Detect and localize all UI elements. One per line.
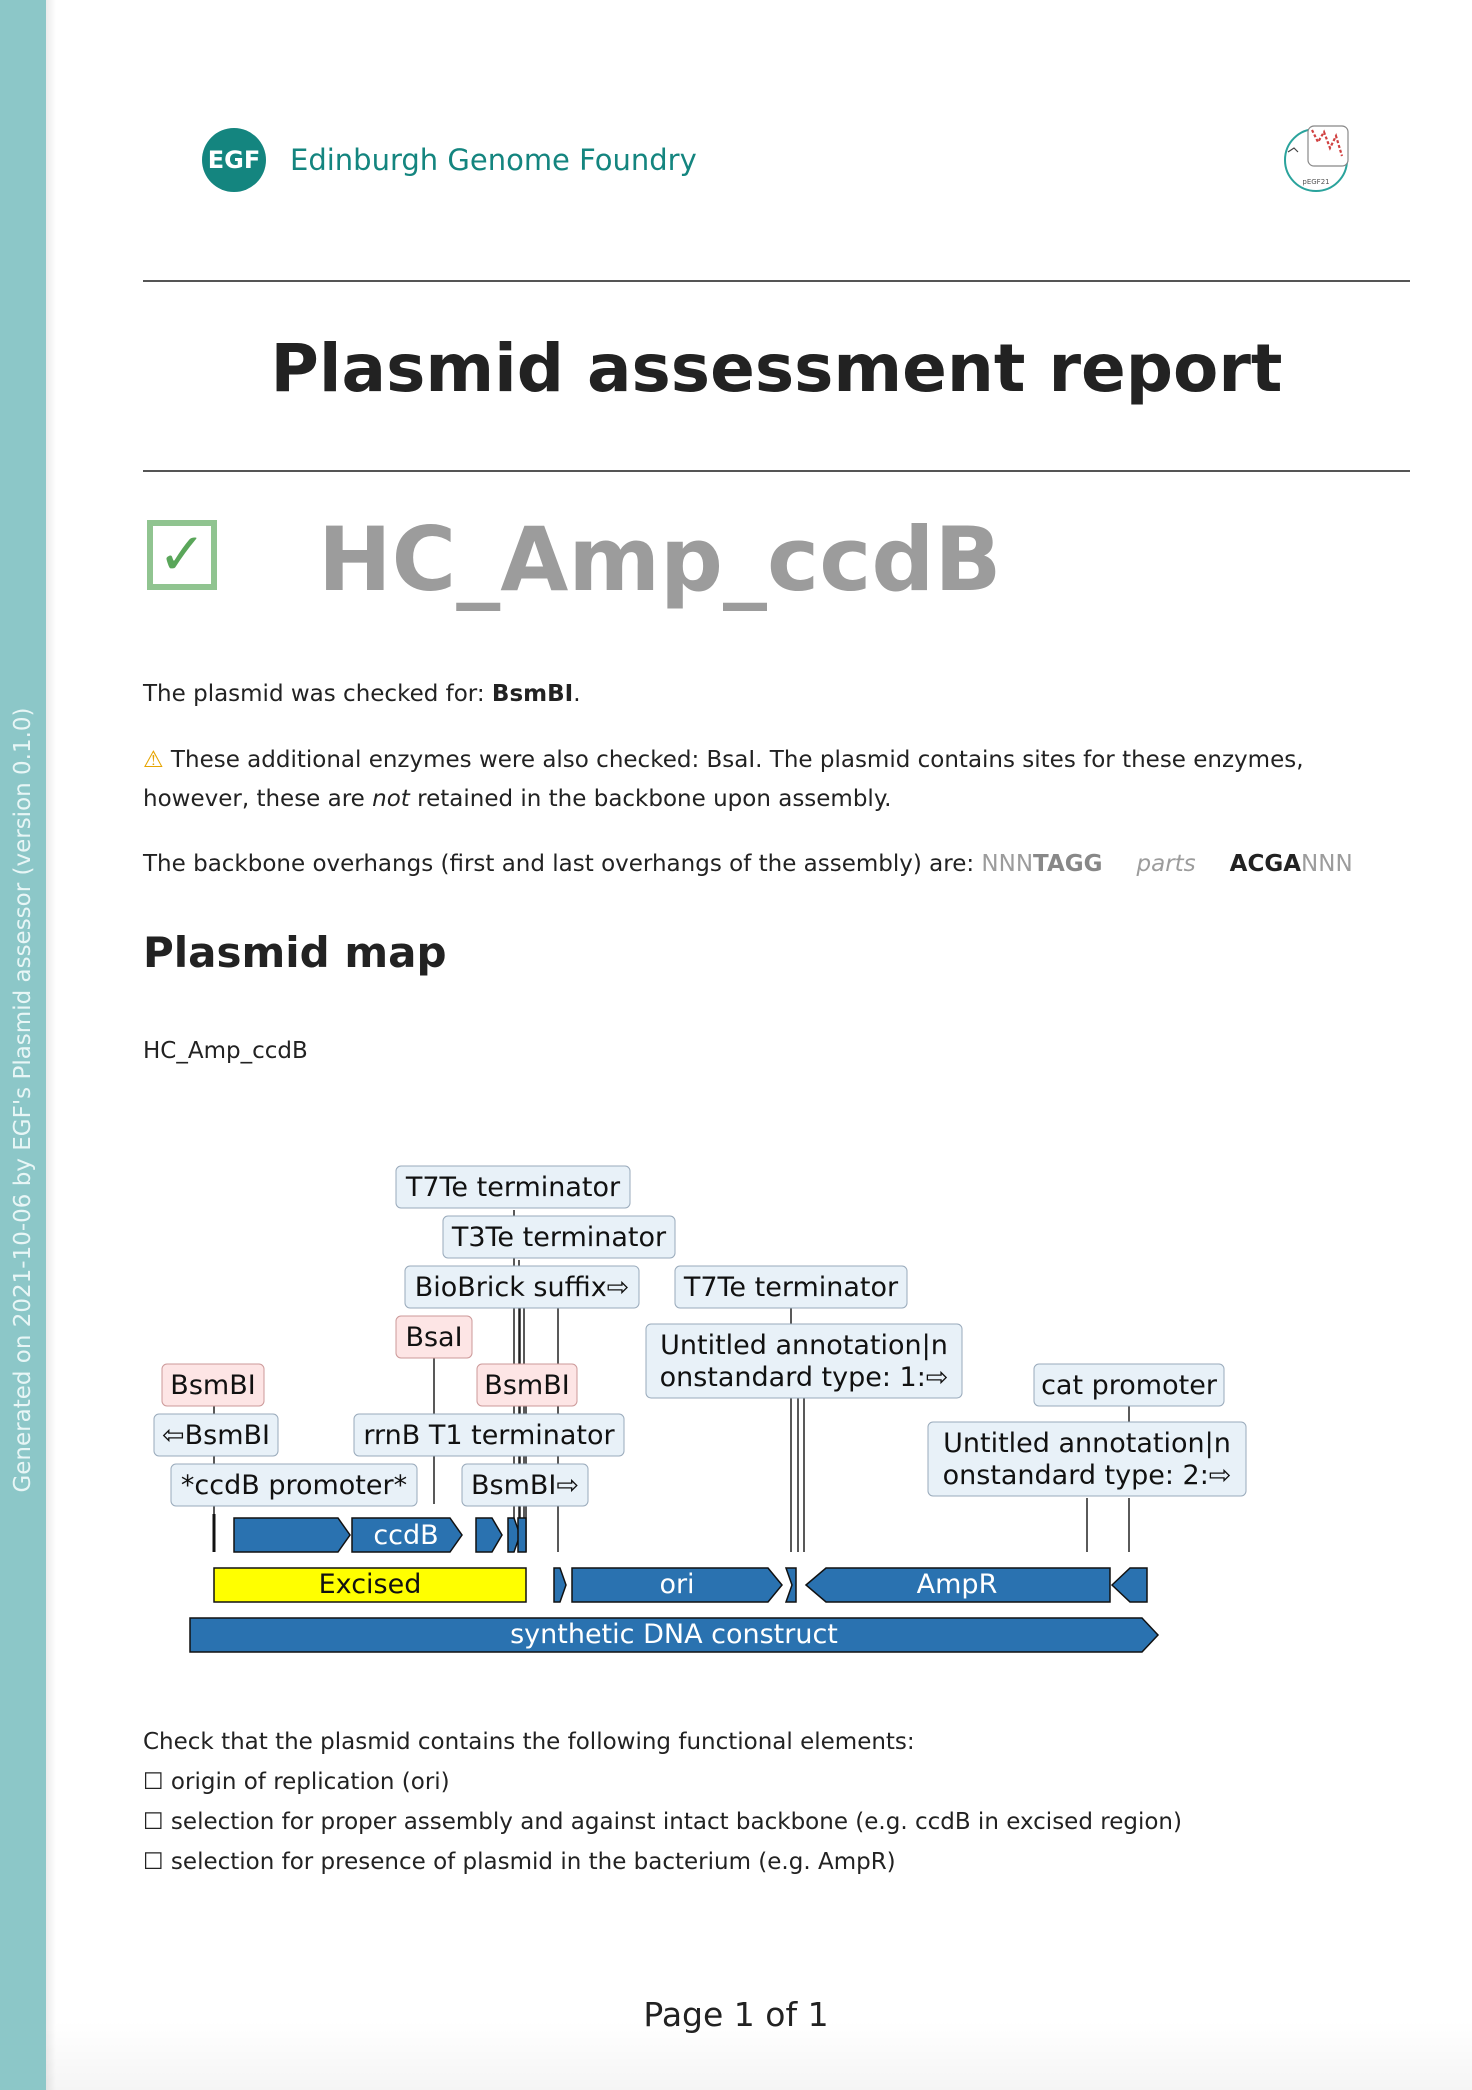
label-bsmbi-right: BsmBI⇨ xyxy=(471,1470,579,1501)
check-box-icon: ✓ xyxy=(147,520,217,590)
label-box-t7te-2 xyxy=(674,1265,908,1309)
label-box-biobrick xyxy=(404,1265,640,1309)
label-biobrick-suffix: BioBrick suffix⇨ xyxy=(415,1272,630,1303)
page-bottom-shadow xyxy=(46,2020,1472,2090)
label-box-bsai xyxy=(395,1315,473,1359)
checklist-intro: Check that the plasmid contains the foll… xyxy=(143,1729,915,1755)
label-untitled-2-line1: Untitled annotation|n xyxy=(943,1428,1231,1459)
egf-logo: EGF Edinburgh Genome Foundry xyxy=(202,128,697,192)
checked-for-line: The plasmid was checked for: BsmBI. xyxy=(143,675,1410,714)
annotation-labels: T7Te terminator T3Te terminator BioBrick… xyxy=(153,1165,1247,1507)
feature-track: ccdB Excised ori AmpR synthetic DNA cons… xyxy=(189,1514,1160,1653)
label-ccdb-promoter: *ccdB promoter* xyxy=(181,1470,407,1501)
feature-cat-promoter xyxy=(1110,1567,1148,1603)
feature-t7te-terminator xyxy=(507,1517,521,1553)
label-box-bsmbi-right xyxy=(461,1463,589,1507)
label-box-ccdb-promoter xyxy=(170,1463,418,1507)
functional-elements-checklist: Check that the plasmid contains the foll… xyxy=(143,1722,1182,1882)
feature-ampr xyxy=(804,1567,1111,1603)
feature-excised xyxy=(213,1567,527,1603)
feature-ori-label: ori xyxy=(659,1569,694,1600)
checked-for-end: . xyxy=(573,681,581,707)
label-t7te-terminator-1: T7Te terminator xyxy=(405,1172,621,1203)
feature-ccdb-label: ccdB xyxy=(373,1520,438,1551)
overhang-left-prefix: NNN xyxy=(981,851,1034,877)
label-t3te-terminator: T3Te terminator xyxy=(451,1222,667,1253)
label-t7te-terminator-2: T7Te terminator xyxy=(683,1272,899,1303)
feature-construct-label: synthetic DNA construct xyxy=(510,1619,838,1650)
warning-icon: ⚠ xyxy=(143,747,164,773)
label-box-t3te xyxy=(442,1215,676,1259)
label-box-bsmbi-1 xyxy=(161,1363,265,1407)
egf-logo-icon: EGF xyxy=(202,128,266,192)
feature-t3te-terminator xyxy=(517,1517,527,1553)
overhang-right-suffix: NNN xyxy=(1301,851,1353,877)
overhangs-line: The backbone overhangs (first and last o… xyxy=(143,845,1410,884)
label-box-untitled-1 xyxy=(645,1323,963,1399)
label-bsmbi-2: BsmBI xyxy=(484,1370,569,1401)
thumbnail-label: pEGF21 xyxy=(1302,178,1329,186)
warning-text-1: These additional enzymes were also check… xyxy=(143,747,1304,812)
checklist-item: ☐ selection for presence of plasmid in t… xyxy=(143,1849,896,1875)
warning-paragraph: ⚠ These additional enzymes were also che… xyxy=(143,741,1410,819)
label-box-bsmbi-left xyxy=(153,1413,279,1457)
plasmid-thumbnail-icon: pEGF21 xyxy=(1284,125,1349,192)
label-box-t7te-1 xyxy=(395,1165,631,1209)
overhang-middle: parts xyxy=(1136,851,1196,877)
label-box-cat-promoter xyxy=(1033,1363,1225,1407)
checklist-item: ☐ origin of replication (ori) xyxy=(143,1769,450,1795)
overhang-left: TAGG xyxy=(1033,851,1103,877)
label-untitled-1-line1: Untitled annotation|n xyxy=(660,1330,948,1361)
checklist-item: ☐ selection for proper assembly and agai… xyxy=(143,1809,1182,1835)
feature-rrnb-terminator xyxy=(475,1517,503,1553)
plasmid-map: T7Te terminator T3Te terminator BioBrick… xyxy=(153,1165,1247,1653)
feature-excised-label: Excised xyxy=(319,1569,422,1600)
label-cat-promoter: cat promoter xyxy=(1041,1370,1218,1401)
overhang-right: ACGA xyxy=(1229,851,1302,877)
label-rrnb-t1-terminator: rrnB T1 terminator xyxy=(363,1420,615,1451)
page-title: Plasmid assessment report xyxy=(270,330,1283,407)
label-box-untitled-2 xyxy=(927,1421,1247,1497)
label-bsai: BsaI xyxy=(405,1322,462,1353)
page-number: Page 1 of 1 xyxy=(643,1995,829,2034)
feature-biobrick-suffix xyxy=(553,1567,567,1603)
feature-ccdb-promoter xyxy=(233,1517,351,1553)
plasmid-map-heading: Plasmid map xyxy=(143,928,447,977)
warning-text-2: retained in the backbone upon assembly. xyxy=(409,786,892,812)
feature-ampr-label: AmpR xyxy=(917,1569,998,1600)
rule-top xyxy=(143,280,1410,282)
warning-emphasis: not xyxy=(372,786,410,812)
feature-untitled-1 xyxy=(784,1567,797,1603)
checked-enzyme: BsmBI xyxy=(491,681,574,707)
label-box-rrnb xyxy=(353,1413,625,1457)
feature-ccdb xyxy=(351,1517,463,1553)
label-untitled-2-line2: onstandard type: 2:⇨ xyxy=(943,1460,1232,1491)
label-box-bsmbi-2 xyxy=(476,1363,578,1407)
label-untitled-1-line2: onstandard type: 1:⇨ xyxy=(660,1362,949,1393)
plasmid-map-caption: HC_Amp_ccdB xyxy=(143,1038,308,1064)
label-bsmbi-1: BsmBI xyxy=(170,1370,255,1401)
feature-synthetic-construct xyxy=(189,1617,1160,1653)
egf-logo-text: Edinburgh Genome Foundry xyxy=(290,143,697,177)
overhangs-text: The backbone overhangs (first and last o… xyxy=(143,851,982,877)
checked-for-text: The plasmid was checked for: xyxy=(143,681,492,707)
page-shadow xyxy=(46,0,56,2090)
plasmid-name: HC_Amp_ccdB xyxy=(318,508,1002,611)
label-bsmbi-left: ⇦BsmBI xyxy=(162,1420,270,1451)
rule-bottom xyxy=(143,470,1410,472)
sidebar: Generated on 2021-10-06 by EGF's Plasmid… xyxy=(0,0,46,2090)
feature-ori xyxy=(571,1567,783,1603)
